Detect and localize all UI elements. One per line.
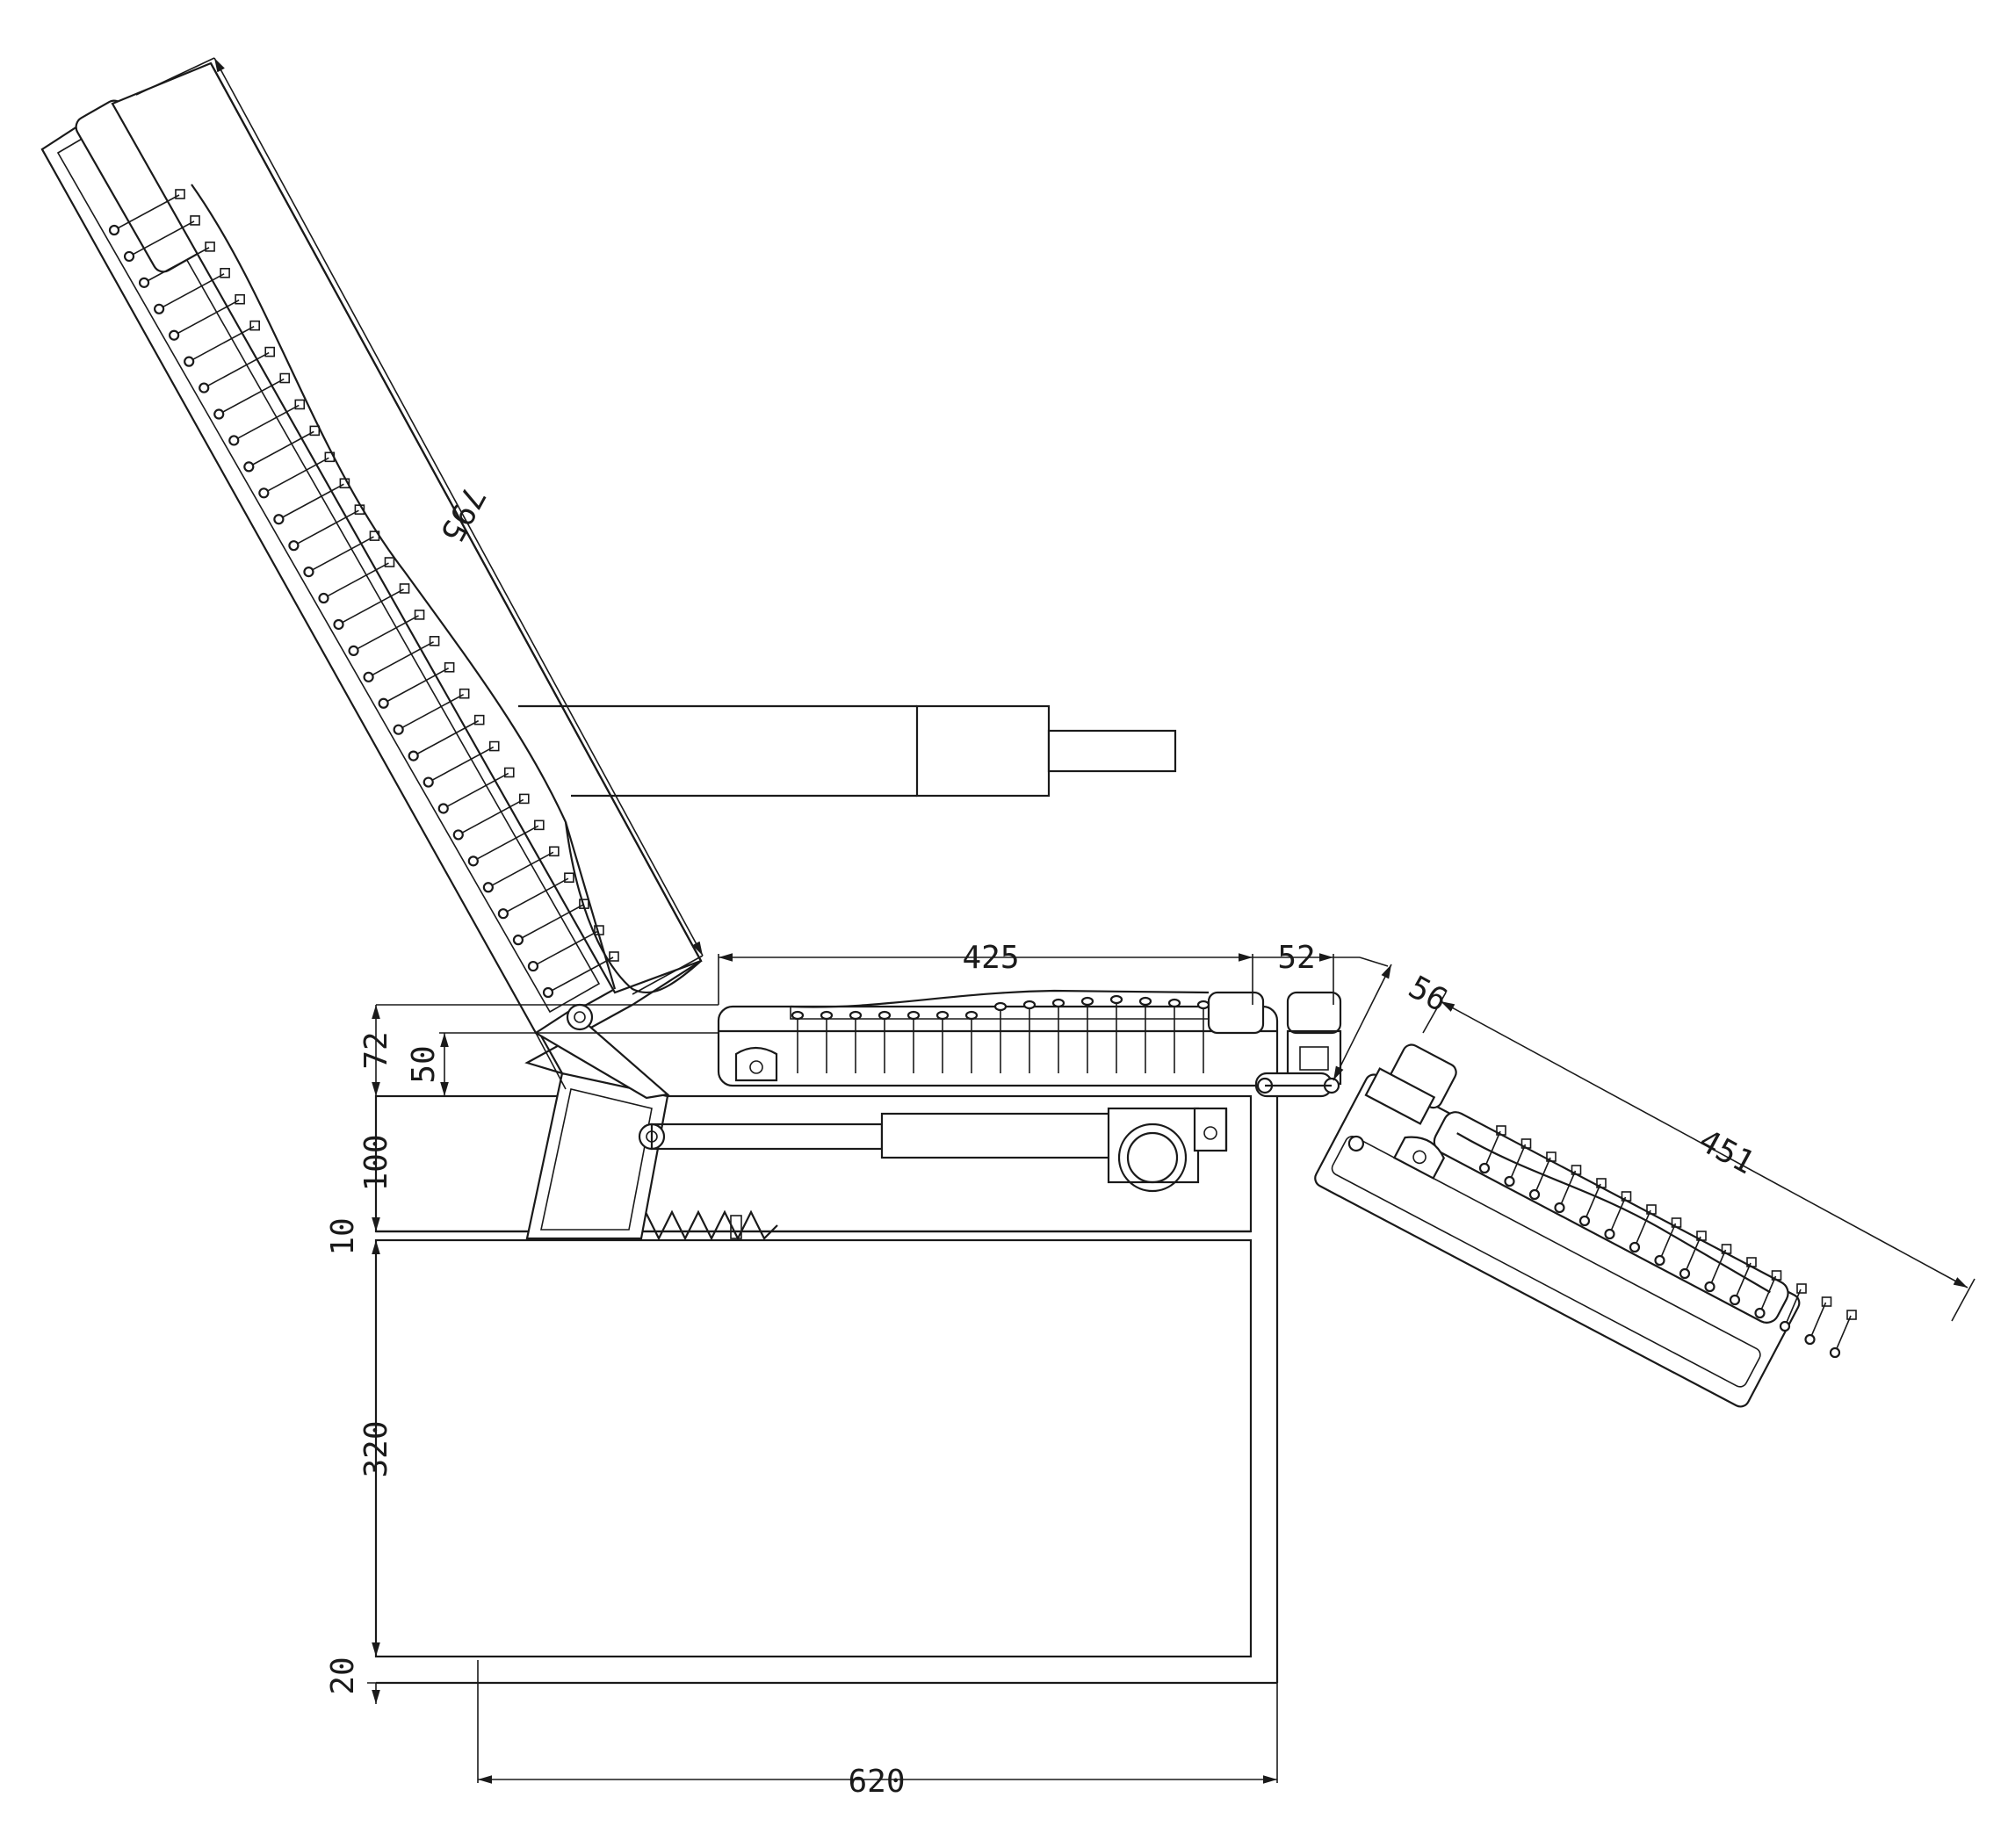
back-pin-head bbox=[452, 829, 464, 841]
back-pin-head bbox=[243, 461, 255, 473]
seat-pin-head bbox=[906, 1010, 921, 1021]
seat-pin-head bbox=[878, 1010, 892, 1021]
seat-pin-head bbox=[993, 1001, 1008, 1012]
leg-pin-head bbox=[1679, 1267, 1691, 1280]
seat-pin-head bbox=[1022, 1000, 1037, 1010]
backrest-extension bbox=[518, 704, 1177, 798]
back-pin-head bbox=[288, 540, 300, 552]
leg-pin-head bbox=[1504, 1175, 1515, 1187]
leg-pin-head bbox=[1629, 1241, 1641, 1253]
dim-56: 56 bbox=[1403, 970, 1454, 1020]
seat-pin-head bbox=[791, 1010, 805, 1021]
seat-pin-head bbox=[820, 1010, 834, 1021]
dim-451: 451 bbox=[1693, 1123, 1760, 1181]
back-pin-head bbox=[482, 882, 494, 893]
seat-section bbox=[566, 989, 1342, 1098]
leg-pin-head bbox=[1554, 1202, 1565, 1214]
back-pin-head bbox=[393, 724, 404, 735]
dim-20: 20 bbox=[325, 1657, 361, 1694]
back-pin-head bbox=[303, 567, 314, 578]
back-pin-head bbox=[213, 408, 225, 420]
back-pin bbox=[143, 247, 210, 284]
seat-pin-head bbox=[964, 1010, 979, 1021]
back-pin-head bbox=[363, 671, 374, 682]
back-pin-clip bbox=[175, 189, 185, 199]
base-frame bbox=[374, 1094, 1279, 1685]
back-pin-head bbox=[333, 618, 344, 631]
leg-pin-head bbox=[1754, 1307, 1766, 1319]
back-pin-head bbox=[138, 277, 150, 288]
seat-spring-pins bbox=[791, 994, 1210, 1073]
dim-100: 100 bbox=[358, 1134, 394, 1191]
back-pin bbox=[113, 194, 180, 231]
back-pin bbox=[128, 220, 195, 257]
seat-pin-head bbox=[1167, 998, 1181, 1008]
dim-50: 50 bbox=[406, 1045, 442, 1083]
leg-pin-head bbox=[1704, 1281, 1715, 1293]
back-pin-head bbox=[273, 514, 285, 525]
leg-pin bbox=[1834, 1315, 1852, 1354]
legrest bbox=[1314, 1043, 1801, 1408]
back-pin bbox=[158, 273, 225, 310]
leg-pin-head bbox=[1779, 1320, 1791, 1332]
leg-pin bbox=[1784, 1289, 1802, 1327]
leg-pin-clip bbox=[1846, 1310, 1857, 1320]
seat-pin-head bbox=[1196, 1000, 1210, 1010]
leg-pin-head bbox=[1578, 1215, 1591, 1227]
dim-52: 52 bbox=[1277, 940, 1315, 976]
back-pin-head bbox=[108, 224, 120, 236]
back-pin-head bbox=[378, 697, 389, 709]
seat-pin-head bbox=[1080, 996, 1094, 1007]
leg-pin-clip bbox=[1796, 1283, 1807, 1294]
leg-pin-head bbox=[1729, 1294, 1741, 1306]
back-pin-head bbox=[542, 986, 554, 999]
dim-10: 10 bbox=[325, 1217, 361, 1255]
seat-pin-head bbox=[935, 1010, 950, 1021]
back-pin-head bbox=[408, 750, 419, 762]
back-pin-head bbox=[199, 382, 210, 393]
seat-pin-head bbox=[1138, 996, 1152, 1007]
back-pin-head bbox=[527, 960, 539, 972]
leg-pin-clip bbox=[1821, 1296, 1832, 1307]
back-pin bbox=[547, 956, 614, 993]
leg-pin-head bbox=[1654, 1254, 1665, 1267]
back-pin-head bbox=[497, 908, 509, 920]
leg-pin bbox=[1809, 1302, 1827, 1340]
back-pin-head bbox=[512, 935, 524, 946]
back-pin-head bbox=[318, 592, 329, 604]
back-pin-head bbox=[228, 435, 240, 446]
leg-pin-head bbox=[1829, 1346, 1841, 1359]
leg-pin-head bbox=[1478, 1162, 1491, 1174]
actuator bbox=[650, 1107, 1228, 1193]
seat-pin-head bbox=[1051, 998, 1065, 1008]
dim-72: 72 bbox=[358, 1031, 394, 1069]
back-pin-head bbox=[467, 855, 479, 867]
leg-pin-head bbox=[1804, 1333, 1816, 1346]
back-pin-head bbox=[123, 250, 135, 263]
dimension-lines bbox=[135, 57, 1975, 1784]
leg-pin-head bbox=[1604, 1228, 1615, 1240]
back-pin-clip bbox=[190, 215, 200, 226]
back-pin-head bbox=[437, 803, 449, 814]
back-pin-head bbox=[154, 303, 165, 314]
back-pin-head bbox=[169, 329, 180, 341]
back-pin-head bbox=[258, 487, 270, 499]
back-pin-head bbox=[423, 776, 434, 788]
back-pin-head bbox=[184, 356, 195, 367]
dim-425: 425 bbox=[962, 940, 1019, 976]
seat-pin-head bbox=[1109, 994, 1123, 1005]
spring bbox=[623, 1209, 778, 1241]
dim-320: 320 bbox=[358, 1420, 394, 1477]
seat-pin-head bbox=[849, 1010, 863, 1021]
backrest bbox=[40, 61, 703, 1100]
back-pin-head bbox=[348, 645, 359, 656]
leg-pin-head bbox=[1528, 1188, 1541, 1201]
dim-620: 620 bbox=[848, 1764, 905, 1800]
